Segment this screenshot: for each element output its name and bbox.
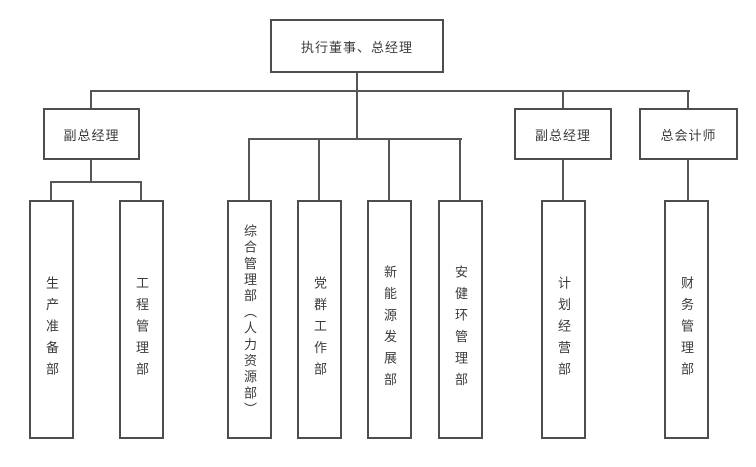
- node-label: 新能源发展部: [382, 265, 397, 394]
- connector-root-stem: [356, 73, 358, 140]
- node-label: 计划经营部: [556, 275, 571, 384]
- dept-party-mass-work: 党群工作部: [297, 200, 342, 439]
- node-label: 总会计师: [660, 127, 717, 143]
- connector-drop-dept-3: [248, 138, 250, 200]
- connector-drop-dept-7: [562, 160, 564, 200]
- dept-financial-management: 财务管理部: [664, 200, 709, 439]
- connector-drop-chief-accountant: [687, 90, 689, 108]
- dept-general-management-hr: 综合管理部（人力资源部）: [227, 200, 272, 439]
- node-chief-accountant: 总会计师: [639, 108, 738, 160]
- node-label: 党群工作部: [312, 275, 327, 384]
- dept-new-energy-development: 新能源发展部: [367, 200, 412, 439]
- connector-vp-left-stem: [90, 160, 92, 183]
- connector-vp-left-horizontal: [50, 181, 142, 183]
- connector-drop-dept-8: [687, 160, 689, 200]
- node-label: 安健环管理部: [453, 265, 468, 394]
- node-deputy-general-manager-right: 副总经理: [514, 108, 612, 160]
- node-label: 工程管理部: [134, 275, 149, 384]
- connector-level2-horizontal: [90, 90, 690, 92]
- connector-mid-horizontal: [248, 138, 462, 140]
- connector-drop-vp-left: [90, 90, 92, 108]
- connector-drop-dept-6: [459, 138, 461, 200]
- node-label: 财务管理部: [679, 275, 694, 384]
- connector-drop-dept-4: [318, 138, 320, 200]
- dept-engineering-management: 工程管理部: [119, 200, 164, 439]
- node-label: 综合管理部（人力资源部）: [242, 224, 257, 419]
- node-label: 副总经理: [534, 127, 591, 143]
- dept-planning-operation: 计划经营部: [541, 200, 586, 439]
- connector-drop-dept-1: [50, 181, 52, 200]
- dept-production-preparation: 生产准备部: [29, 200, 74, 439]
- dept-safety-health-environment: 安健环管理部: [438, 200, 483, 439]
- node-executive-director-general-manager: 执行董事、总经理: [270, 19, 444, 73]
- node-label: 副总经理: [63, 127, 120, 143]
- node-label: 生产准备部: [44, 275, 59, 384]
- node-label: 执行董事、总经理: [300, 39, 413, 55]
- node-deputy-general-manager-left: 副总经理: [43, 108, 140, 160]
- connector-drop-dept-5: [388, 138, 390, 200]
- connector-drop-vp-right: [562, 90, 564, 108]
- connector-drop-dept-2: [140, 181, 142, 200]
